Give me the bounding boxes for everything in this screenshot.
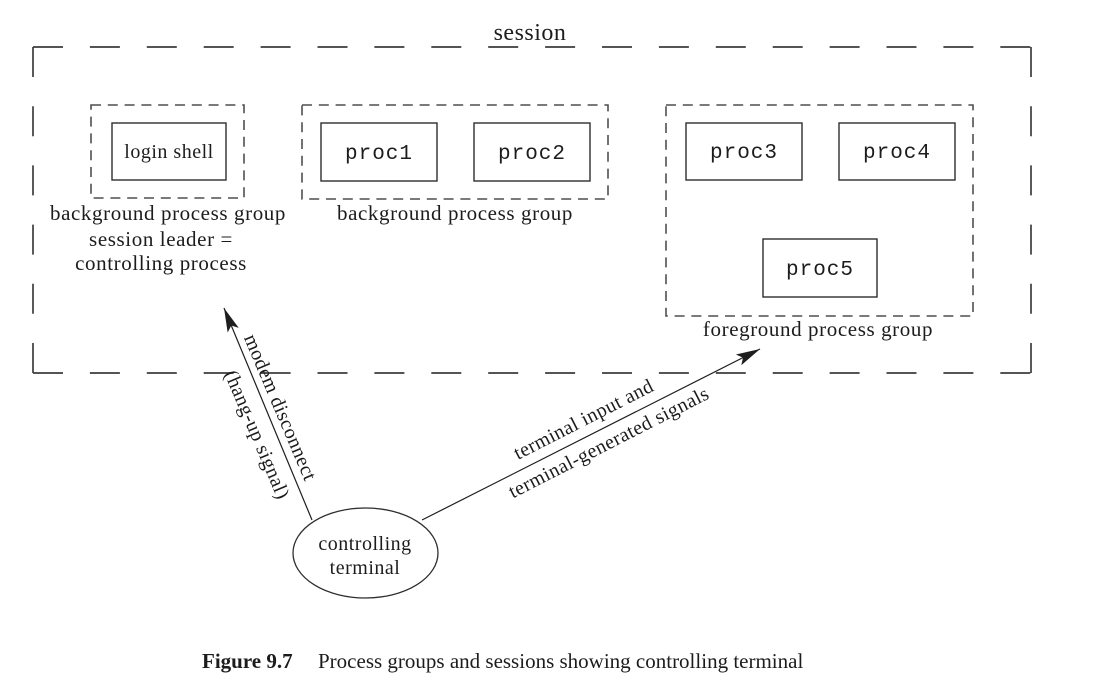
login-shell-box bbox=[111, 122, 227, 181]
process-group-3: proc3 proc4 proc5 foreground process gro… bbox=[665, 104, 974, 341]
controlling-terminal: controlling terminal bbox=[292, 507, 439, 599]
login-shell-label: login shell bbox=[124, 141, 213, 163]
proc2-label: proc2 bbox=[498, 143, 566, 166]
modem-disconnect-arrow: modem disconnect (hang-up signal) bbox=[220, 307, 321, 521]
modem-disconnect-arrow-line bbox=[223, 307, 313, 521]
figure-caption: Figure 9.7 Process groups and sessions s… bbox=[202, 649, 803, 673]
proc4-box bbox=[838, 122, 956, 181]
controlling-terminal-ellipse bbox=[292, 507, 439, 599]
proc1-label: proc1 bbox=[345, 143, 413, 166]
modem-disconnect-arrow-label: modem disconnect (hang-up signal) bbox=[220, 331, 321, 503]
process-group-3-box bbox=[665, 104, 974, 317]
controlling-terminal-label-line1: controlling bbox=[318, 533, 411, 555]
process-group-1-box bbox=[90, 104, 245, 199]
proc4-label: proc4 bbox=[863, 142, 931, 165]
process-group-2-label: background process group bbox=[337, 201, 573, 225]
process-group-2-box bbox=[301, 104, 609, 200]
proc2-box bbox=[473, 122, 591, 182]
session-leader-note-line2: controlling process bbox=[75, 251, 247, 275]
process-group-1: login shell background process group ses… bbox=[50, 104, 286, 275]
session-title: session bbox=[494, 20, 567, 46]
process-group-1-label: background process group bbox=[50, 201, 286, 225]
terminal-input-arrow-line bbox=[421, 348, 761, 521]
proc3-box bbox=[685, 122, 803, 181]
figure-caption-number: Figure 9.7 bbox=[202, 649, 293, 673]
figure-caption-title: Process groups and sessions showing cont… bbox=[318, 649, 803, 673]
proc5-box bbox=[762, 238, 878, 298]
controlling-terminal-label-line2: terminal bbox=[330, 557, 401, 579]
proc5-label: proc5 bbox=[786, 259, 854, 282]
process-group-3-label: foreground process group bbox=[703, 317, 933, 341]
session-leader-note-line1: session leader = bbox=[89, 227, 233, 251]
proc1-box bbox=[320, 122, 438, 182]
proc3-label: proc3 bbox=[710, 142, 778, 165]
terminal-input-arrow: terminal input and terminal-generated si… bbox=[421, 348, 761, 521]
process-group-2: proc1 proc2 background process group bbox=[301, 104, 609, 225]
